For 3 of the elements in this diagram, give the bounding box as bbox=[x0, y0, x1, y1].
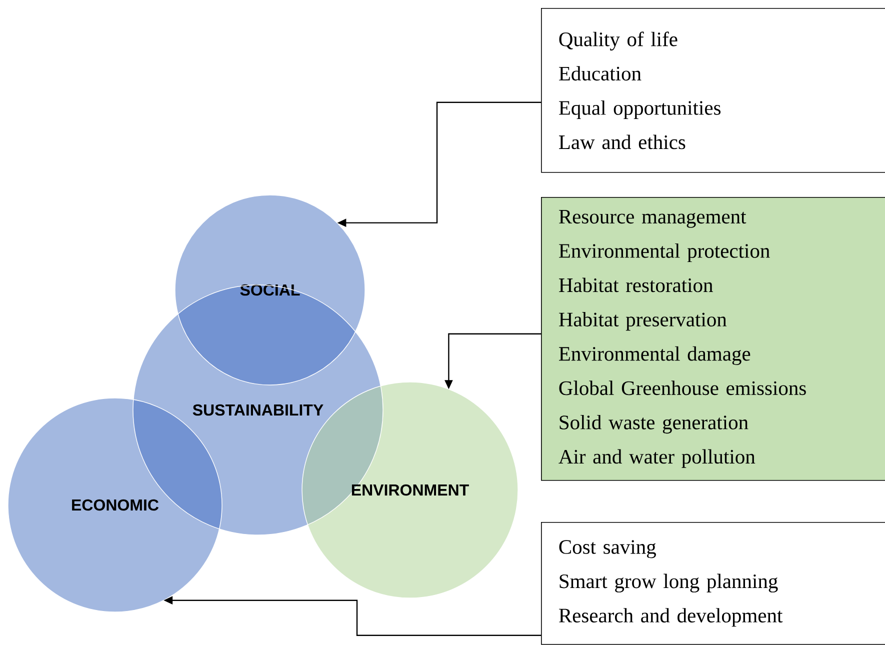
text-box: Resource management Environmental protection Habitat restoration Habitat preservation Environmental damage Global Greenhouse emissions Solid waste generation Air and water pollution bbox=[541, 197, 885, 481]
text-box: Quality of life Education Equal opportunities Law and ethics bbox=[541, 8, 885, 173]
text-box: Cost saving Smart grow long planning Research and development bbox=[541, 522, 885, 645]
